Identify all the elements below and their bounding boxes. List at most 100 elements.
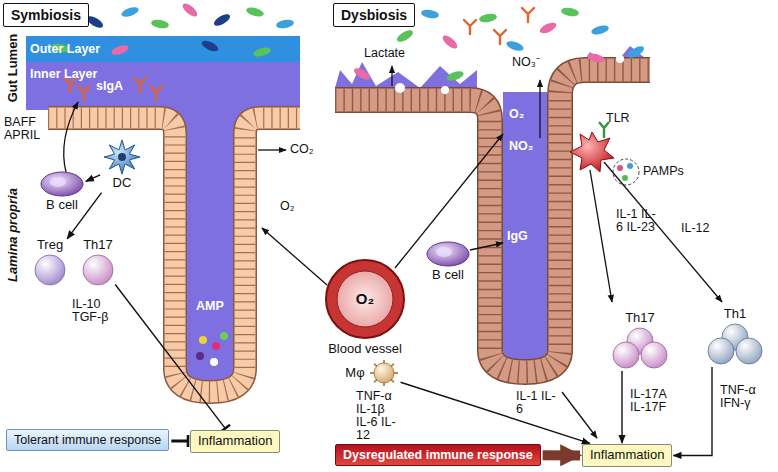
bacterium: [560, 6, 579, 17]
cell-figure: Mφ: [345, 359, 398, 387]
node-text: Mφ: [345, 366, 364, 381]
cell-figure: B cell: [426, 241, 470, 283]
epithelium-part: [395, 83, 405, 93]
bcell-shape-part: [41, 172, 83, 196]
arrow-connector: [673, 367, 712, 456]
annotation-label: sIgA: [96, 80, 123, 93]
clusterPink-shape-part: [613, 342, 639, 368]
pink-shape: [82, 254, 114, 286]
vessel-shape-part: [337, 271, 393, 327]
epithelium-part: [48, 118, 300, 392]
annotation-label: IL-12: [681, 222, 710, 235]
lav-shape-part: [35, 255, 65, 285]
node-text: DC: [113, 176, 132, 191]
lav-shape: [34, 254, 66, 286]
epithelium-part: [48, 118, 300, 392]
block-arrow: [543, 450, 580, 460]
bacterium: [626, 44, 646, 60]
node-text: Th1: [724, 307, 746, 322]
bacterium: [150, 18, 169, 29]
annotation-label: O₂: [280, 200, 295, 213]
mucus-layers-part: [26, 36, 300, 62]
antimicrobial-peptides-part: [210, 358, 218, 366]
pink-shape-part: [83, 255, 113, 285]
label-box: Inflammation: [190, 430, 280, 453]
node-text: Blood vessel: [328, 342, 402, 357]
leader-arrows-part: [64, 102, 78, 172]
bcell-shape: [40, 171, 84, 197]
annotation-label: IL-1 IL-6: [516, 390, 556, 416]
node-text: Inflammation: [590, 448, 664, 463]
antimicrobial-peptides-part: [196, 352, 204, 360]
leader-arrows-part: [262, 228, 327, 285]
cell-figure: Treg: [34, 238, 66, 286]
annotation-label: PAMPs: [643, 165, 684, 178]
bacterium: [252, 46, 271, 58]
node-text: Th17: [83, 238, 113, 253]
leader-arrows-part: [562, 392, 597, 438]
bacterium: [245, 6, 264, 18]
cell-shape: [369, 359, 399, 387]
node-text: Inflammation: [198, 434, 272, 449]
bacterium: [441, 33, 460, 51]
clusterPink-shape-part: [641, 342, 667, 368]
dc-shape-part: [118, 153, 126, 161]
cell-figure: DC: [102, 139, 142, 191]
label-box: Symbiosis: [3, 3, 89, 27]
cell-shape: [102, 139, 142, 175]
annotation-label: Gut Lumen: [6, 34, 19, 103]
clusterGrey-shape-part: [708, 338, 734, 364]
cell-shape: [426, 241, 470, 267]
mac-shape-part: [374, 363, 394, 383]
red-dendritic-cell-part: [627, 163, 633, 169]
mucus-layers-part: [26, 62, 300, 392]
inhibition-connector: [115, 285, 225, 429]
node-text: Dysregulated immune response: [343, 448, 533, 462]
dc-shape: [102, 139, 142, 175]
bacterium: [478, 12, 497, 23]
mac-shape: [369, 359, 399, 387]
annotation-label: IgG: [507, 230, 528, 243]
antibodies-part: [78, 86, 90, 100]
epithelium-part: [441, 86, 449, 94]
dc-shape-part: [104, 140, 140, 174]
annotation-label: Lamina propria: [6, 188, 19, 282]
antibodies-part: [522, 8, 534, 22]
annotation-label: BAFF APRIL: [4, 116, 44, 142]
node-text: Symbiosis: [11, 7, 81, 23]
red-dendritic-cell-part: [613, 159, 639, 185]
mucus-layers-part: [335, 62, 477, 88]
node-text: Th17: [625, 311, 655, 326]
annotation-label: Inner Layer: [30, 68, 97, 81]
label-box: Dysbiosis: [333, 3, 415, 27]
label-box: Tolerant immune response: [6, 429, 169, 451]
bacterium: [445, 69, 465, 83]
bacterium: [352, 66, 372, 82]
leader-arrows-part: [391, 66, 392, 86]
red-dendritic-cell-part: [617, 165, 623, 171]
bacterium: [200, 39, 220, 54]
annotation-label: IL-1 IL-6 IL-23: [616, 208, 658, 234]
bcell-shape-part: [436, 247, 452, 257]
leader-arrows-part: [539, 80, 540, 138]
bacterium: [120, 5, 140, 19]
antimicrobial-peptides-part: [199, 336, 207, 344]
annotation-label: Lactate: [364, 47, 405, 60]
vessel-shape-part: [326, 260, 404, 338]
leader-arrows-part: [604, 162, 722, 302]
annotation-label: NO₃⁻: [512, 56, 540, 69]
node-text: B cell: [46, 198, 78, 213]
epithelium-part: [48, 118, 300, 392]
annotation-label: NO₂: [509, 140, 533, 153]
antibodies-part: [150, 86, 162, 100]
bacterium: [586, 52, 605, 64]
annotation-label: Outer Layer: [30, 43, 100, 56]
arrow-connector: [401, 382, 590, 443]
antimicrobial-peptides: [196, 332, 228, 366]
cytokine-label: IL-10 TGF-β: [72, 298, 114, 324]
node-text: O₂: [356, 290, 374, 307]
bacteria: [30, 1, 646, 83]
node-text: Treg: [37, 238, 63, 253]
bacterium: [505, 39, 525, 53]
